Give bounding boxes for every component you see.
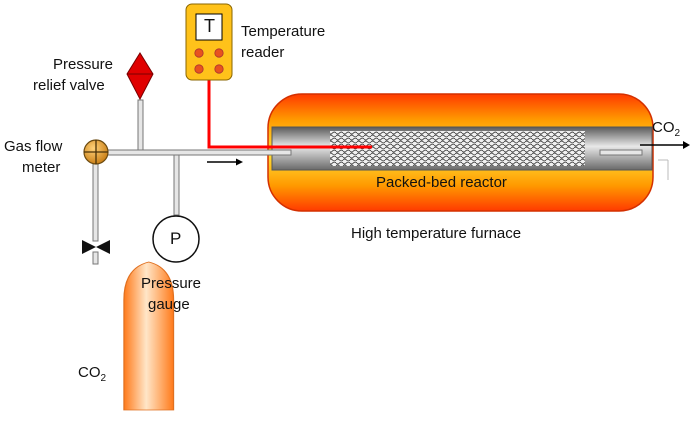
pressure-gauge-label-line2: gauge xyxy=(148,296,190,313)
cylinder-co2-label: CO2 xyxy=(78,363,106,388)
outlet-co2-main: CO xyxy=(652,119,675,136)
reactor-tube xyxy=(271,126,653,171)
relief-valve-label-line1: Pressure xyxy=(53,56,114,73)
flow-meter-label-line1: Gas flow xyxy=(4,138,63,155)
cylinder-co2-sub: 2 xyxy=(100,373,107,384)
temperature-reader-label-line2: reader xyxy=(241,44,285,61)
relief-valve-label-line2: relief valve xyxy=(33,77,105,94)
outlet-co2-label: CO2 xyxy=(652,118,680,143)
temperature-reader-label-line1: Temperature xyxy=(241,23,326,40)
thermometer-letter: T xyxy=(204,16,215,36)
shutoff-valve-icon xyxy=(82,240,110,254)
temperature-reader-icon xyxy=(185,3,233,81)
flow-meter-label-line2: meter xyxy=(22,159,61,176)
thermocouple-wire xyxy=(207,78,372,149)
pressure-gauge-icon xyxy=(152,215,200,263)
flow-arrow-icon xyxy=(207,158,243,166)
pressure-gauge-label-line1: Pressure xyxy=(141,275,202,292)
flow-meter-icon xyxy=(83,139,109,165)
outlet-arrow-icon xyxy=(640,141,690,180)
cylinder-co2-main: CO xyxy=(78,364,101,381)
packed-bed xyxy=(330,131,585,166)
gauge-letter: P xyxy=(170,229,182,248)
furnace-label: High temperature furnace xyxy=(351,225,522,242)
gas-cylinder-icon xyxy=(123,261,175,411)
relief-valve-icon xyxy=(126,52,154,101)
reactor-label: Packed-bed reactor xyxy=(376,174,507,191)
outlet-co2-sub: 2 xyxy=(674,128,681,139)
